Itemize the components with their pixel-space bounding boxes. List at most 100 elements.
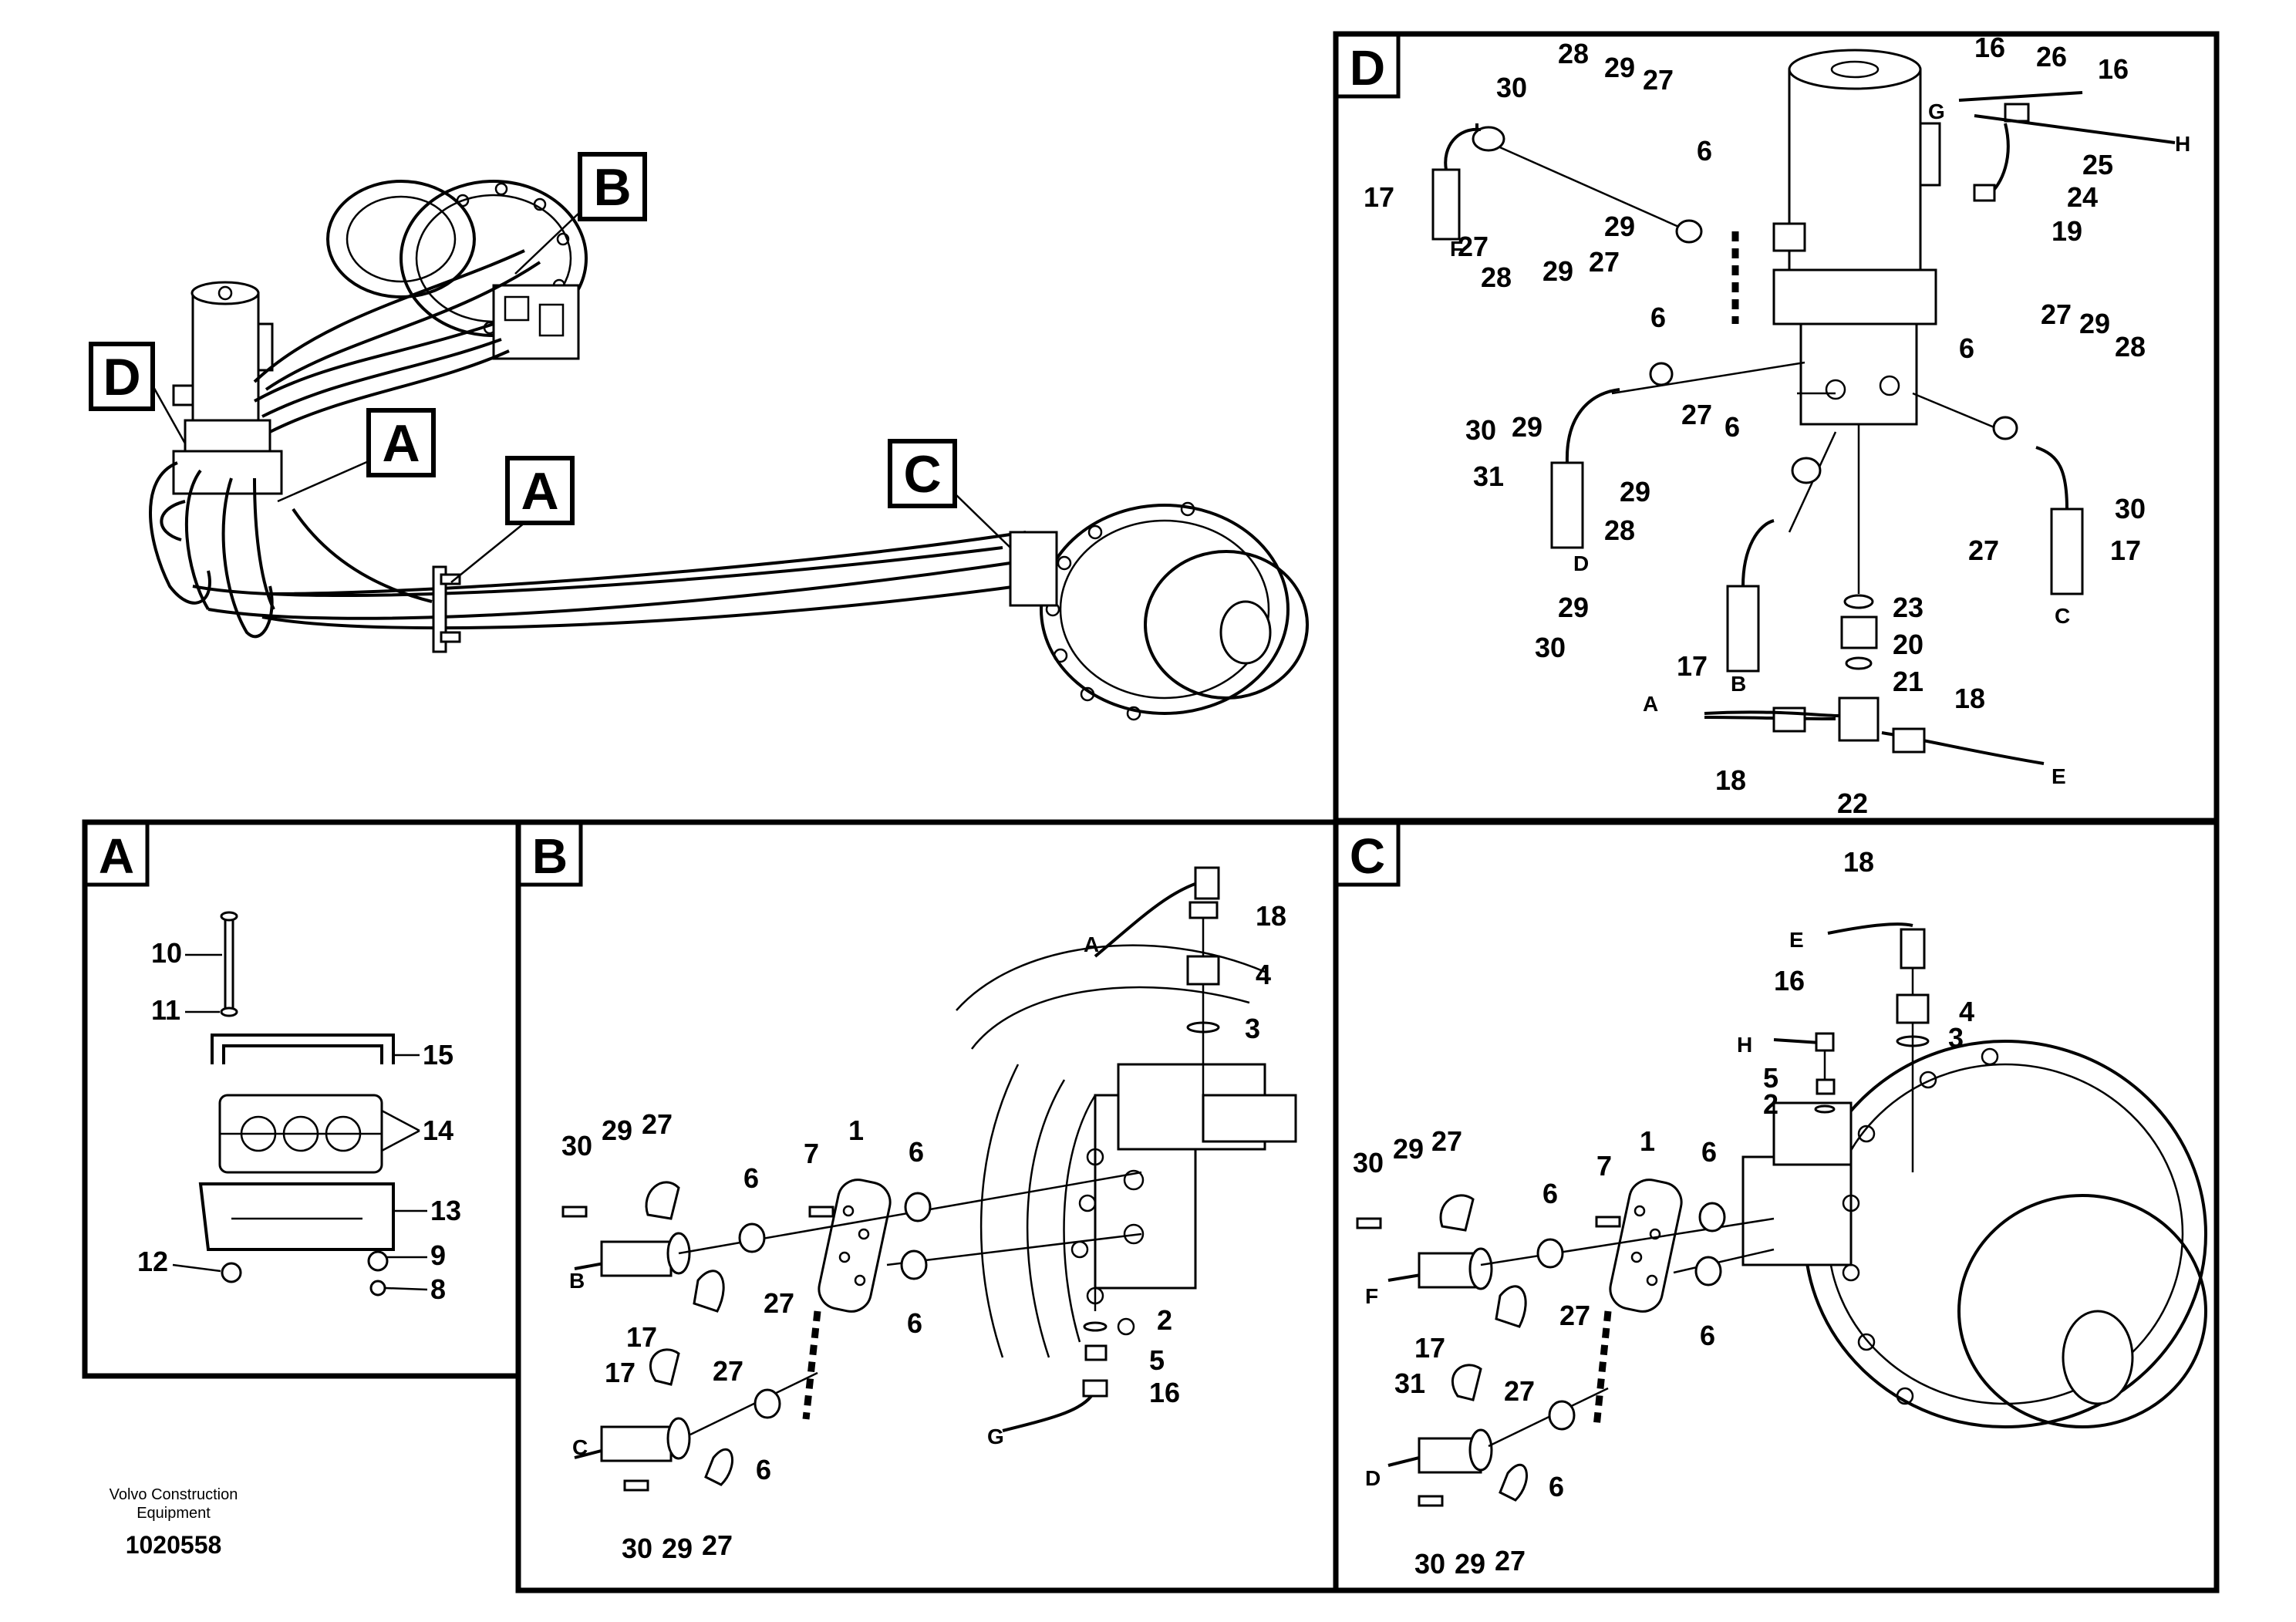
- part-label: 6: [756, 1454, 771, 1485]
- part-label: 29: [1455, 1548, 1485, 1580]
- part-label: 31: [1473, 460, 1504, 492]
- part-label: B: [569, 1269, 585, 1293]
- part-label: 24: [2067, 181, 2098, 213]
- part-label: 17: [1414, 1332, 1445, 1364]
- panel-d: D: [1333, 31, 2220, 824]
- part-label: 30: [1496, 72, 1527, 103]
- part-label: 27: [1458, 231, 1489, 262]
- panel-c-labels: 18 16 4 3 5 2 30 29 27 7 1 6 6 6 27 17 3…: [1353, 846, 1974, 1580]
- part-label: C: [1350, 828, 1385, 884]
- part-label: 3: [1948, 1022, 1964, 1054]
- callout-a-left: A: [277, 408, 436, 503]
- part-label: E: [2052, 764, 2066, 788]
- part-label: 20: [1893, 629, 1923, 660]
- part-label: 29: [1512, 411, 1542, 443]
- part-label: 27: [1968, 534, 1999, 566]
- part-label: B: [1731, 672, 1746, 696]
- part-label: 8: [430, 1273, 446, 1305]
- panel-b: B: [515, 819, 1339, 1593]
- part-label: 14: [423, 1114, 453, 1146]
- part-label: 27: [2041, 298, 2072, 330]
- part-label: 28: [1558, 38, 1589, 69]
- part-label: A: [1084, 932, 1099, 956]
- part-label: 27: [764, 1287, 794, 1319]
- part-label: H: [2175, 132, 2190, 156]
- part-label: 7: [804, 1138, 819, 1169]
- part-label: 30: [2115, 493, 2146, 524]
- part-label: 27: [642, 1108, 673, 1140]
- part-label: 27: [1643, 64, 1674, 96]
- part-label: 29: [2079, 308, 2110, 339]
- part-label: 6: [1700, 1320, 1715, 1351]
- part-label: 18: [1843, 846, 1874, 878]
- part-label: 28: [1604, 514, 1635, 546]
- part-label: 17: [2110, 534, 2141, 566]
- swivel-joint: [172, 281, 283, 495]
- part-label: 6: [1959, 332, 1974, 364]
- part-label: 2: [1763, 1088, 1778, 1120]
- part-label: 29: [662, 1533, 693, 1564]
- part-label: 27: [1559, 1300, 1590, 1331]
- part-label: G: [987, 1425, 1004, 1448]
- part-label: 27: [1681, 399, 1712, 430]
- part-label: 29: [602, 1114, 632, 1146]
- part-label: 29: [1558, 592, 1589, 623]
- panel-b-labels: 18 4 3 30 29 27 7 1 6 6 6 27 17 17 27 6 …: [561, 900, 1286, 1564]
- callout-d: D: [89, 342, 187, 444]
- part-label: 6: [743, 1162, 759, 1194]
- part-label: 30: [1414, 1548, 1445, 1580]
- part-label: 18: [1256, 900, 1286, 932]
- part-label: 23: [1893, 592, 1923, 623]
- part-label: G: [1928, 99, 1945, 123]
- part-label: 6: [1542, 1178, 1558, 1209]
- part-label: 6: [1697, 135, 1712, 167]
- panel-d-labels: 28 29 27 30 17 27 29 6 16 26 16 25 24 19…: [1364, 32, 2190, 819]
- part-label: 15: [423, 1039, 453, 1071]
- part-label: 4: [1256, 959, 1271, 990]
- part-label: 27: [702, 1529, 733, 1561]
- part-label: 31: [1394, 1367, 1425, 1399]
- footer: Volvo Construction Equipment 1020558: [110, 1486, 238, 1559]
- part-label: 3: [1245, 1013, 1260, 1044]
- part-label: 27: [1589, 246, 1620, 278]
- callout-a-center: A: [450, 456, 575, 583]
- part-label: A: [99, 828, 134, 884]
- part-label: 1: [848, 1114, 864, 1146]
- part-label: 26: [2036, 41, 2067, 73]
- part-label: C: [903, 445, 941, 504]
- callout-b: B: [514, 152, 647, 275]
- part-label: 29: [1620, 476, 1650, 508]
- final-drive-rear: [326, 180, 588, 360]
- part-label: D: [103, 348, 140, 406]
- part-label: 17: [1364, 181, 1394, 213]
- part-label: 6: [1725, 411, 1740, 443]
- part-label: 16: [1774, 965, 1805, 996]
- part-label: F: [1365, 1284, 1378, 1308]
- part-label: A: [1643, 692, 1658, 716]
- part-label: C: [572, 1435, 588, 1459]
- part-label: 30: [1465, 414, 1496, 446]
- part-label: 19: [2052, 215, 2082, 247]
- panel-a-labels: 10 11 15 14 13 12 9 8: [137, 937, 461, 1305]
- part-label: 2: [1157, 1304, 1172, 1336]
- part-label: 29: [1542, 255, 1573, 287]
- part-label: D: [1365, 1466, 1381, 1490]
- part-label: 7: [1596, 1150, 1612, 1182]
- panel-c: C: [1333, 819, 2220, 1593]
- part-label: 6: [1701, 1136, 1717, 1168]
- part-label: 17: [605, 1357, 636, 1388]
- part-label: 12: [137, 1246, 168, 1277]
- part-label: 22: [1837, 787, 1868, 819]
- part-label: 5: [1763, 1062, 1778, 1094]
- part-label: 27: [1504, 1375, 1535, 1407]
- part-label: 29: [1604, 211, 1635, 242]
- part-label: 6: [907, 1307, 922, 1339]
- part-label: F: [1450, 237, 1463, 261]
- part-label: 13: [430, 1195, 461, 1226]
- part-label: 28: [2115, 331, 2146, 363]
- part-label: B: [593, 158, 631, 217]
- brand-line-1: Volvo Construction: [110, 1486, 238, 1503]
- part-label: 16: [1974, 32, 2005, 63]
- part-label: 25: [2082, 149, 2113, 180]
